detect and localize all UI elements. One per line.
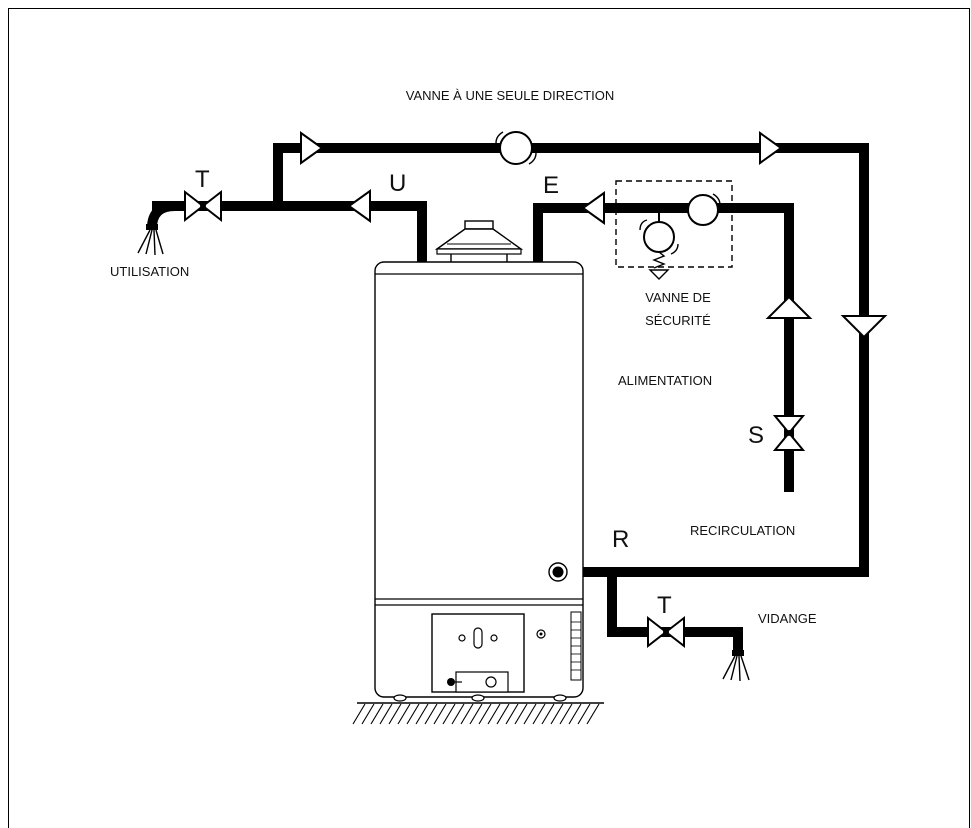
pipe-outlet-u [152,201,427,262]
use-label: UTILISATION [110,264,189,279]
shower-head-icon [732,650,744,656]
ground-hatch-line [586,703,600,725]
gate-valve-shutoff [772,415,806,451]
safety-valve-icon [643,221,675,253]
ground-hatch-line [568,703,582,725]
safety-valve-label-1: VANNE DE [645,290,711,305]
flow-arrow-icon [300,131,324,165]
ground-hatch-line [451,703,465,725]
ground-hatch-line [433,703,447,725]
ground-hatch-line [532,703,546,725]
check-valve-inlet [687,193,721,226]
ground-hatch-line [514,703,528,725]
flow-arrow-icon [581,191,605,225]
flow-arrows [300,131,888,339]
diagram-frame [8,8,970,828]
ground-hatch-line [523,703,537,725]
ground-hatch-line [505,703,519,725]
ground-hatch-line [415,703,429,725]
tap-drain-letter: T [657,592,672,619]
inlet-letter: E [543,172,559,199]
gate-valve-use [184,189,222,223]
outlet-letter: U [389,170,406,197]
ground-hatch-line [424,703,438,725]
water-heater-icon [374,220,584,702]
ground-hatch-line [361,703,375,725]
ground-hatch-line [406,703,420,725]
ground-hatch-line [370,703,384,725]
ground-hatch-line [460,703,474,725]
gate-valve-icon [772,415,806,435]
shutoff-letter: S [748,422,764,449]
ground-hatch-line [397,703,411,725]
shower-head-drain [722,650,750,682]
ground-hatch-line [577,703,591,725]
gate-valve-icon [647,615,668,649]
ground-hatch-line [352,703,366,725]
gate-valve-drain [647,615,685,649]
pipe-top-loop [273,143,869,577]
shower-head-icon [146,224,158,230]
gate-valve-icon [184,189,205,223]
flow-arrow-icon [759,131,783,165]
return-letter: R [612,526,629,553]
ground-hatch-line [496,703,510,725]
ground-hatch-line [550,703,564,725]
drain-label: VIDANGE [758,611,817,626]
flow-arrow-icon [765,295,813,319]
flow-arrow-icon [840,315,888,339]
ground-hatch-icon [352,702,604,725]
safety-valve-group [615,180,733,280]
tap-use-letter: T [195,166,210,193]
flow-arrow-icon [347,189,371,223]
one-way-valve-label: VANNE À UNE SEULE DIRECTION [406,88,615,103]
ground-hatch-line [478,703,492,725]
check-valve-top [495,131,537,165]
shower-head-use [137,224,164,256]
safety-valve-label-2: SÉCURITÉ [645,313,711,328]
ground-hatch-line [379,703,393,725]
ground-hatch-line [388,703,402,725]
ground-hatch-line [469,703,483,725]
recirculation-label: RECIRCULATION [690,523,795,538]
ground-hatch-line [559,703,573,725]
supply-label: ALIMENTATION [618,373,712,388]
ground-hatch-line [541,703,555,725]
safety-valve-box [615,180,733,268]
check-valve-icon [499,131,533,165]
pipe-inlet-e [533,203,794,492]
ground-hatch-line [487,703,501,725]
ground-hatch-line [442,703,456,725]
check-valve-icon [687,194,719,226]
